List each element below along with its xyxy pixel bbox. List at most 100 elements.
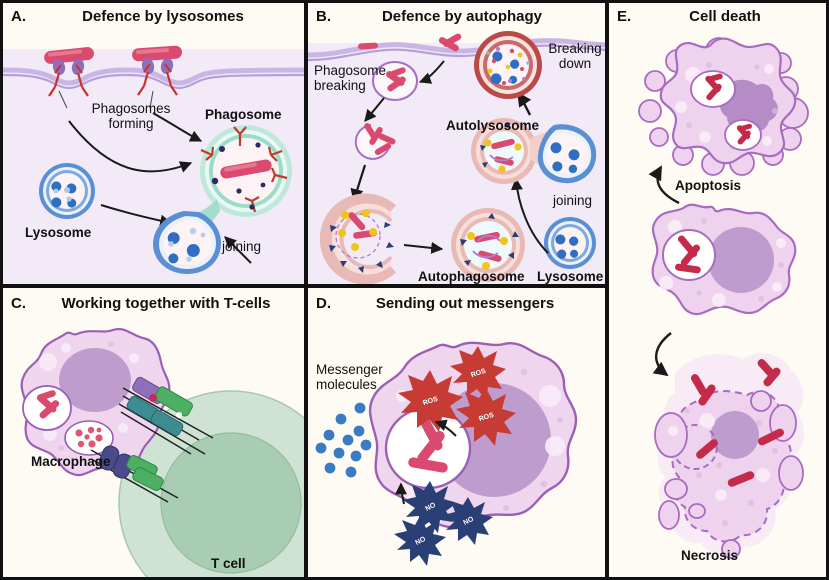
lysosome-free-b	[544, 217, 596, 269]
bacterium-membrane-b1	[358, 42, 378, 50]
infected-macrophage-phagosome	[662, 229, 716, 281]
panel-a-defence-by-lysosomes: A. Defence by lysosomes	[0, 0, 307, 287]
label-necrosis: Necrosis	[681, 548, 739, 563]
panel-b-header-band	[308, 3, 605, 29]
panel-b-title: Defence by autophagy	[381, 8, 543, 25]
panel-c-working-with-tcells: C. Working together with T-cells	[0, 285, 307, 580]
ros-label-3: ROS	[478, 412, 495, 423]
receptor-complex-upper	[122, 376, 214, 441]
panel-a-letter: A.	[11, 8, 26, 25]
label-apoptosis: Apoptosis	[675, 178, 741, 193]
receptor-complex-lower	[90, 445, 179, 503]
phagolysosome-enzymes-faded	[168, 227, 206, 262]
phagophore-triangles	[329, 222, 394, 273]
plasma-membrane-inner	[3, 73, 304, 90]
autolysosome-debris	[486, 47, 530, 85]
apoptosis-phagosome-2	[724, 119, 762, 151]
no-burst-group: NO NO NO	[394, 481, 493, 566]
label-joining: joining	[222, 239, 262, 254]
macrophage-fragments-vesicle-c	[64, 420, 114, 456]
phagosome-debris-dots	[211, 142, 266, 210]
label-phagosomes-forming: Phagosomes forming	[91, 101, 171, 132]
arrow-joining-b	[510, 177, 549, 254]
arrow-to-apoptosis	[648, 165, 680, 205]
phagophore-yellow-dots	[338, 209, 377, 251]
panel-d-letter: D.	[316, 295, 331, 312]
panel-d-header-band	[308, 288, 605, 314]
phagolysosome-enzymes	[167, 231, 204, 264]
autophagosome-phagophore	[319, 193, 397, 284]
arrow-ros-to-phagosome	[434, 419, 457, 437]
no-burst-3	[394, 516, 446, 566]
label-breaking-down: Breaking down	[548, 41, 602, 72]
panel-e-graphic	[638, 37, 809, 559]
arrow-to-necrosis	[652, 332, 672, 377]
autophagosome-lysosome-fusion	[471, 118, 597, 184]
receptor-pair-1	[48, 59, 89, 97]
phagosome-breaking-vesicle	[372, 61, 418, 101]
ros-burst-2	[450, 346, 506, 400]
panel-a-header-band	[3, 3, 304, 29]
arrow-forming-to-phagosome-1	[68, 120, 193, 173]
bacterium-membrane-2	[132, 45, 182, 62]
arrow-breaking-down-1	[364, 97, 385, 122]
leader-line-1	[58, 90, 68, 109]
broken-phagosome	[354, 123, 396, 160]
no-label-2: NO	[462, 516, 475, 527]
phagosome-with-bacteria-d	[384, 406, 472, 490]
phagosome-receptors	[200, 126, 288, 213]
panel-d-sending-out-messengers: D. Sending out messengers	[305, 285, 608, 580]
arrow-joining	[224, 236, 252, 264]
label-lysosome: Lysosome	[25, 225, 92, 240]
necrosis-blebs	[654, 390, 804, 559]
panel-c-letter: C.	[11, 295, 26, 312]
macrophage-c	[20, 328, 171, 477]
infected-macrophage-e	[651, 203, 797, 316]
panel-b-graphic	[308, 31, 605, 284]
bacterium-inside-phagosome	[220, 159, 272, 179]
bacterium-membrane-1	[44, 47, 94, 64]
ros-label-2: ROS	[470, 368, 487, 379]
arrow-phagophore-to-autophagosome	[403, 241, 444, 254]
necrosis-escaping-bacteria	[691, 359, 784, 487]
panel-b-letter: B.	[316, 8, 331, 25]
panel-e-letter: E.	[617, 8, 632, 25]
messenger-molecule-dots	[315, 402, 372, 478]
panel-c-header-band	[3, 288, 304, 314]
panel-d-title: Sending out messengers	[375, 295, 555, 312]
receptor-complex-middle	[118, 395, 206, 455]
label-autophagosome: Autophagosome	[418, 269, 525, 284]
receptor-pair-2	[137, 58, 178, 96]
autophagosome-closed	[451, 208, 525, 282]
panel-e-title: Cell death	[689, 8, 761, 25]
panel-b-membrane-inner	[308, 44, 605, 62]
ros-label-1: ROS	[422, 396, 439, 407]
label-joining-b: joining	[553, 193, 593, 208]
no-burst-1	[403, 481, 457, 533]
ros-burst-group: ROS ROS ROS	[398, 346, 516, 446]
arrow-no-to-phagosome	[395, 482, 408, 505]
fusion-lysosome-lobe	[537, 124, 597, 184]
label-macrophage: Macrophage	[31, 454, 111, 469]
lysosome-free	[39, 163, 95, 219]
no-label-1: NO	[424, 502, 437, 513]
ros-burst-1	[398, 370, 463, 432]
infected-macrophage-nucleus	[708, 227, 774, 293]
macrophage-phagosome-c	[22, 385, 72, 431]
necrosis-ruptured-vesicle	[672, 424, 718, 470]
label-tcell: T cell	[211, 556, 246, 571]
apoptosis-cell	[638, 37, 809, 176]
panel-c-graphic	[20, 328, 304, 577]
panel-d-graphic: ROS ROS ROS NO	[315, 341, 578, 566]
label-autolysosome: Autolysosome	[446, 118, 540, 133]
label-phagosome-breaking: Phagosome breaking	[314, 63, 387, 94]
no-label-3: NO	[414, 536, 427, 547]
panel-a-graphic	[3, 45, 304, 274]
panel-e-header-band	[609, 3, 826, 29]
no-burst-2	[443, 497, 493, 545]
necrosis-nucleus	[711, 411, 759, 459]
arrow-lysosome-to-fusion	[100, 204, 173, 227]
ros-burst-3	[456, 388, 516, 446]
necrosis-cell	[654, 353, 805, 559]
